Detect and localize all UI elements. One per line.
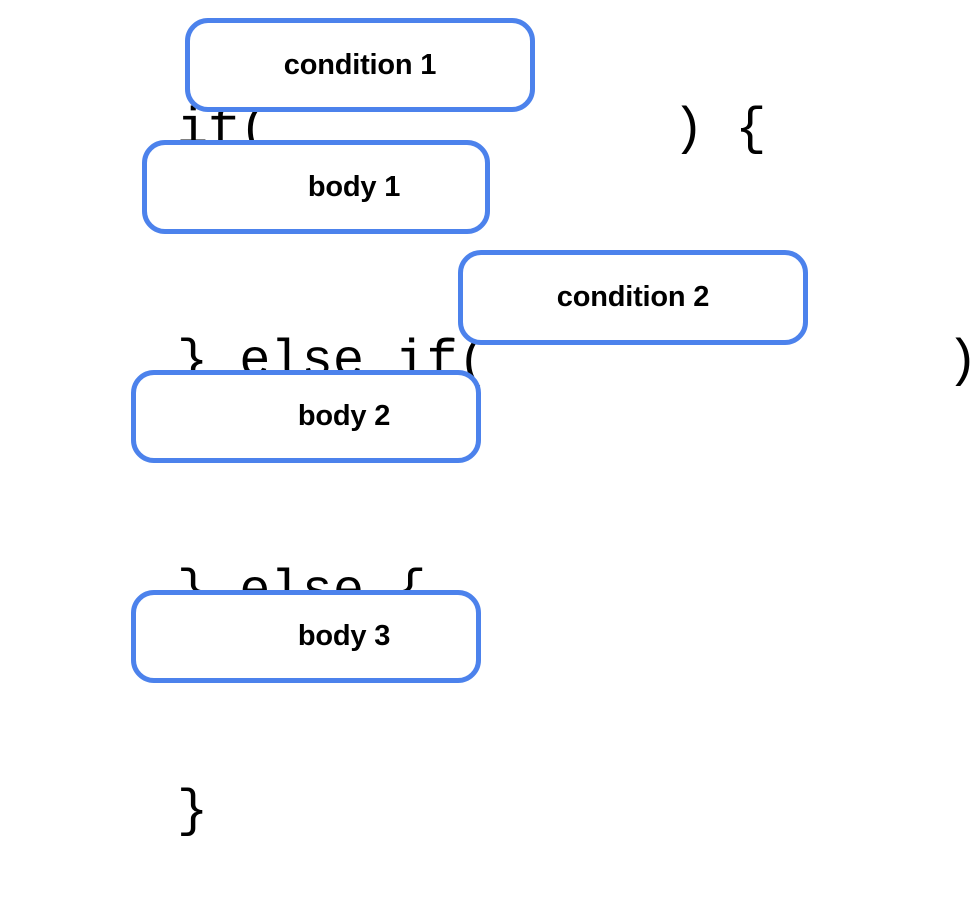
code-punctuation-if-close: ) { — [672, 100, 767, 159]
slot-condition-1[interactable]: condition 1 — [185, 18, 535, 112]
code-line-closing-brace: } — [52, 716, 208, 908]
slot-condition-2-label: condition 2 — [556, 281, 710, 313]
slot-condition-2[interactable]: condition 2 — [458, 250, 808, 345]
code-punctuation-else-if-close: ) { — [946, 332, 979, 391]
code-line-else-if-tail: ) { — [822, 266, 980, 458]
slot-condition-1-label: condition 1 — [283, 48, 437, 81]
slot-body-1[interactable]: body 1 — [142, 140, 490, 234]
slot-body-3-label: body 3 — [297, 620, 391, 652]
code-punctuation-closing-brace: } — [176, 782, 209, 841]
slot-body-1-label: body 1 — [307, 170, 401, 203]
slot-body-2-label: body 2 — [297, 400, 391, 432]
code-line-if-tail: ) { — [548, 34, 767, 226]
code-structure-diagram: if( condition 1 ) { body 1 } else if( co… — [131, 18, 980, 841]
slot-body-2[interactable]: body 2 — [131, 370, 481, 463]
slot-body-3[interactable]: body 3 — [131, 590, 481, 683]
